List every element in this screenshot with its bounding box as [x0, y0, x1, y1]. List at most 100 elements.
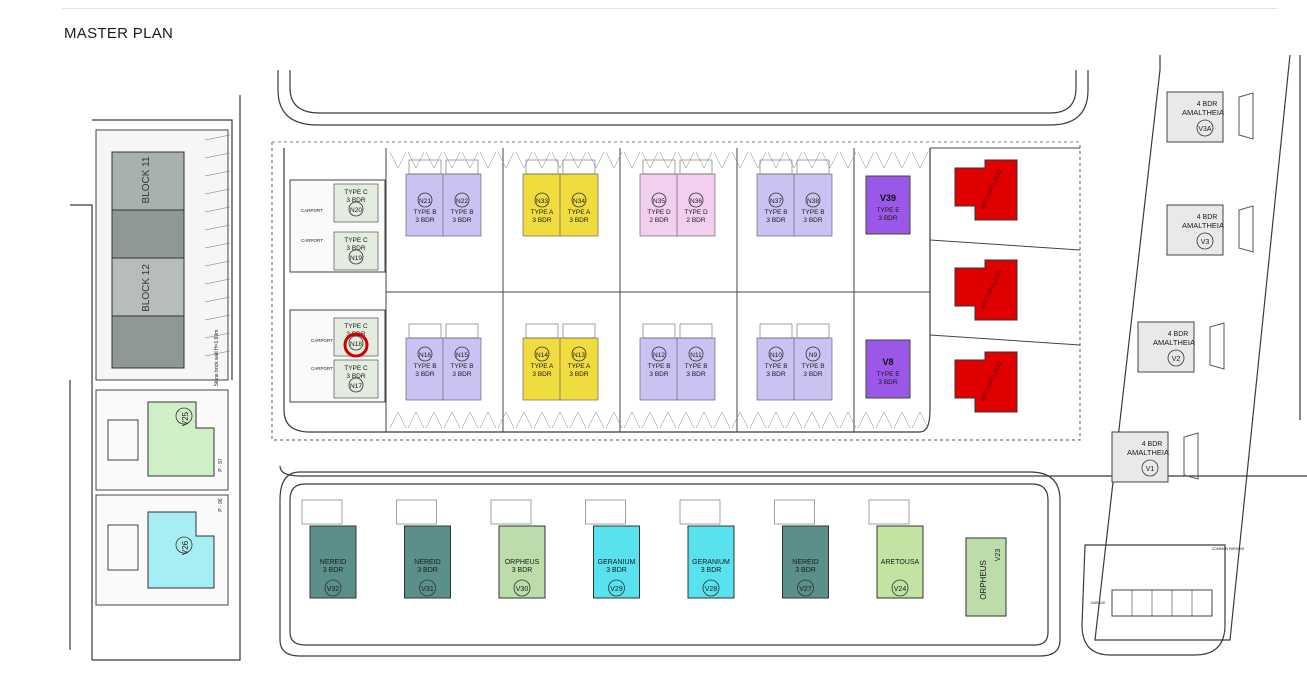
red3-house	[954, 351, 1018, 413]
v32-plot: V32	[327, 586, 340, 593]
n14-plot-circle	[534, 346, 550, 362]
v28-plot: V28	[705, 586, 718, 593]
block-11-bottom	[111, 209, 185, 259]
n20-plot-circle	[348, 201, 364, 217]
v30-house	[498, 525, 546, 599]
n38-bdr: 3 BDR	[803, 217, 822, 224]
n12-plot-circle	[651, 346, 667, 362]
v32-plot-circle	[324, 579, 342, 597]
n10-type: TYPE B	[764, 363, 787, 370]
n15-type: TYPE B	[450, 363, 473, 370]
v3a-house	[1166, 91, 1224, 143]
parking-bays	[1111, 589, 1213, 617]
stair-line	[204, 242, 231, 249]
v25-plot-label: V25	[181, 411, 190, 426]
n16-type: TYPE B	[413, 363, 436, 370]
n21-plot-circle	[417, 192, 433, 208]
v27-plot: V27	[799, 586, 812, 593]
stair-line	[204, 224, 231, 231]
roof-hatch	[623, 151, 641, 169]
n9-type: TYPE B	[801, 363, 824, 370]
stair-line	[204, 206, 231, 213]
n12-unit	[639, 337, 679, 401]
n18-plot-circle	[348, 335, 364, 351]
n12-plot: N12	[653, 352, 665, 359]
roof-hatch	[479, 411, 497, 429]
n35-plot-circle	[651, 192, 667, 208]
v25-pool	[107, 419, 139, 461]
n22-type: TYPE B	[450, 209, 473, 216]
red-divider	[929, 334, 1081, 346]
v29-name: GERANIUM	[598, 559, 636, 566]
v31-garden	[396, 499, 437, 525]
n15-terrace	[445, 323, 479, 339]
roof-hatch	[749, 411, 767, 429]
n22-unit	[442, 173, 482, 237]
n9-bdr: 3 BDR	[803, 371, 822, 378]
n10-bdr: 3 BDR	[766, 371, 785, 378]
roof-hatch	[587, 151, 605, 169]
roof-hatch	[407, 151, 425, 169]
n15-bdr: 3 BDR	[452, 371, 471, 378]
roof-hatch	[821, 151, 839, 169]
v32-name: NEREID	[320, 559, 346, 566]
n14-bdr: 3 BDR	[532, 371, 551, 378]
v23-name: ORPHEUS	[979, 560, 988, 600]
roof-hatch	[659, 151, 677, 169]
amaltheia-pool	[1238, 205, 1254, 253]
v31-bdr: 3 BDR	[417, 567, 438, 574]
n33-bdr: 3 BDR	[532, 217, 551, 224]
n16-plot: N16	[419, 352, 431, 359]
v24-name: ARETOUSA	[881, 559, 920, 566]
v3-bdr: 4 BDR	[1197, 214, 1218, 221]
v32-house	[309, 525, 357, 599]
roof-hatch	[839, 411, 857, 429]
v27-name: NEREID	[792, 559, 818, 566]
roof-hatch	[695, 411, 713, 429]
n34-unit	[559, 173, 599, 237]
n20-bdr: 3 BDR	[346, 197, 365, 204]
roof-hatch	[857, 411, 875, 429]
page-title: MASTER PLAN	[64, 25, 174, 42]
roof-hatch	[839, 151, 857, 169]
stair-line	[204, 296, 231, 303]
roof-hatch	[713, 151, 731, 169]
v28-name: GERANIUM	[692, 559, 730, 566]
v1-name: AMALTHEIA	[1127, 448, 1169, 457]
roof-hatch	[767, 151, 785, 169]
n19-plot: N19	[350, 255, 362, 262]
n33-terrace	[525, 159, 559, 175]
v30-plot-circle	[513, 579, 531, 597]
v27-plot-circle	[797, 579, 814, 597]
n19-bdr: 3 BDR	[346, 245, 365, 252]
n21-type: TYPE B	[413, 209, 436, 216]
n36-terrace	[679, 159, 713, 175]
stair-line	[204, 170, 231, 177]
path-label-96: P - 96	[218, 498, 224, 511]
roof-hatch	[731, 151, 749, 169]
v8-plot: V8	[882, 357, 893, 367]
n36-unit	[676, 173, 716, 237]
n37-plot-circle	[768, 192, 784, 208]
v2-bdr: 4 BDR	[1168, 331, 1189, 338]
v27-bdr: 3 BDR	[795, 567, 816, 574]
v3a-plot: V3A	[1198, 126, 1212, 133]
v1-plot: V1	[1146, 466, 1155, 473]
v2-plot-circle	[1167, 349, 1185, 367]
v24-house	[876, 525, 924, 599]
n13-terrace	[562, 323, 596, 339]
n14-unit	[522, 337, 562, 401]
n34-type: TYPE A	[568, 209, 591, 216]
roof-hatch	[425, 411, 443, 429]
n10-terrace	[759, 323, 793, 339]
roof-hatch	[587, 411, 605, 429]
n16-terrace	[408, 323, 442, 339]
roof-hatch	[677, 411, 695, 429]
v2-name: AMALTHEIA	[1153, 338, 1195, 347]
v2-plot: V2	[1172, 356, 1181, 363]
v31-house	[404, 525, 451, 599]
n35-terrace	[642, 159, 676, 175]
